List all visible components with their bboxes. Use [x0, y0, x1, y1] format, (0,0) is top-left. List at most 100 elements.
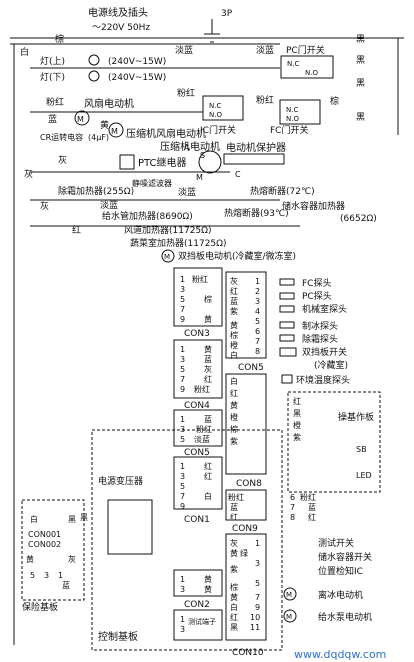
motor-wire-yellow: 黄 — [230, 548, 238, 558]
env-probe-icon — [281, 374, 293, 384]
heater-wire-gray: 灰 — [40, 200, 49, 212]
lamp-upper-label: 灯(上) — [40, 56, 65, 67]
motor-wire-green: 绿 — [240, 549, 248, 558]
term-a: A — [184, 143, 190, 152]
con1-pin-7: 7 — [180, 492, 185, 501]
sensor-pin-5: 5 — [255, 317, 260, 326]
mech-probe-icon — [279, 305, 295, 313]
defrost-heater-label: 除霜加热器(255Ω) — [58, 185, 134, 197]
control-board-outline — [91, 429, 283, 651]
protect-board-label: 保险基板 — [22, 601, 58, 613]
motor-wire-gray: 灰 — [230, 538, 238, 548]
protect-pin-1: 1 — [58, 571, 63, 580]
con1-label: CON1 — [184, 515, 210, 525]
fc-probe-icon — [279, 278, 295, 286]
panel-wire-red-2: 红 — [293, 396, 301, 406]
con1-pin-1: 1 — [180, 462, 185, 471]
sb-label: SB — [356, 445, 367, 454]
thermal-fuse-72-label: 热熔断器(72℃) — [250, 185, 315, 197]
ice-motor-label: 离冰电动机 — [318, 589, 363, 601]
con5-label: CON5 — [184, 448, 210, 458]
con3-block: 1 3 5 7 9 粉红 棕 黄 CON3 — [173, 267, 223, 339]
con5-wire-lightblue: 淡蓝 — [194, 434, 210, 444]
con001-label: CON001 — [28, 530, 61, 539]
con10-pin-3: 3 — [180, 625, 185, 634]
term-s: S — [200, 151, 205, 160]
env-probe-label: 环境温度探头 — [296, 374, 350, 386]
pc-probe-label: PC探头 — [302, 290, 332, 302]
con5-right-label: CON5 — [238, 363, 264, 373]
con1-box — [173, 456, 223, 510]
watermark: www.dqdqw.com — [294, 648, 386, 661]
con4-wire-gray: 灰 — [204, 364, 212, 374]
cold-room-label: (冷藏室) — [314, 359, 348, 371]
con4-wire-blue: 蓝 — [204, 354, 212, 364]
comp-wire-gray-2: 灰 — [24, 168, 33, 180]
sensor-wire-gray: 灰 — [230, 276, 238, 286]
wire-black-label: 黑 — [356, 34, 365, 45]
panel-wire-black: 黑 — [293, 409, 301, 418]
tank-heater-label: 储水容器加热器 — [282, 200, 345, 212]
power-transformer-label: 电源变压器 — [98, 475, 143, 487]
tank-switch-label: 储水容器开关 — [318, 551, 372, 563]
con8-label: CON8 — [236, 479, 262, 489]
con9-lower-block: 白 红 黄 橙 棕 紫 环境温度探头 红 黑 橙 紫 操基作板 SB LED C… — [225, 373, 381, 493]
con1-pin-3: 3 — [180, 472, 185, 481]
con3-pin-3: 3 — [180, 285, 185, 294]
con8-pin-7: 7 — [290, 503, 295, 512]
con8-pin-8: 8 — [290, 513, 295, 522]
con4-block: 1 3 5 7 9 黄 蓝 灰 红 粉红 CON4 — [173, 339, 223, 411]
pc-switch-wire-black-2: 黑 — [356, 78, 365, 89]
con4-pin-7: 7 — [180, 375, 185, 384]
con5-box — [173, 409, 223, 447]
con1-wire-red: 红 — [204, 461, 212, 471]
con10-pin-1: 1 — [180, 615, 185, 624]
con2-pin-1: 1 — [180, 575, 185, 584]
motor-pin-9: 9 — [255, 603, 260, 612]
lamp-lower-label: 灯(下) — [40, 72, 65, 83]
con1-pin-9: 9 — [180, 502, 185, 511]
protect-pin-3: 3 — [44, 571, 49, 580]
pump-motor-m: M — [286, 613, 292, 621]
con8-out-blue: 蓝 — [308, 502, 316, 512]
transformer-section: 电源变压器 黑 白 黑 CON001 CON002 黄 灰 5 3 1 蓝 保险… — [21, 429, 283, 651]
protect-wire-gray: 灰 — [68, 554, 76, 564]
motor-pin-1: 1 — [255, 539, 260, 548]
dual-motor-icon — [161, 249, 175, 263]
sensor-pin-1: 1 — [255, 277, 260, 286]
con4-wire-yellow: 黄 — [204, 344, 212, 354]
sensor-pin-7: 7 — [255, 337, 260, 346]
panel-wire-orange-2: 橙 — [293, 420, 301, 430]
con1-block: 1 3 5 7 9 红 红 白 CON1 — [173, 456, 223, 525]
con10-right-block: 灰 黄 绿 紫 棕 黄 白 红 黑 1 3 5 7 9 10 11 测试开关 储… — [225, 533, 372, 641]
lamp-lower-rating: (240V~15W) — [108, 73, 166, 83]
pc-switch-nc: N.C — [287, 60, 299, 68]
con9-label: CON9 — [232, 524, 258, 534]
con2-label: CON2 — [184, 600, 210, 610]
cr-cap-label: CR运转电容 — [40, 132, 83, 142]
sensor-wire-yellow: 黄 — [230, 320, 238, 330]
test-terminal-label: 测试端子 — [188, 617, 216, 626]
wire-pinkred-label: 粉红 — [46, 96, 64, 108]
sensor-wire-white: 白 — [230, 350, 238, 360]
sensor-wire-orange: 橙 — [230, 340, 238, 350]
motor-wire-purple: 紫 — [230, 565, 238, 574]
con10-block: 1 3 测试端子 CON10 — [173, 609, 264, 658]
con8-block: 粉红 蓝 红 6 7 8 粉红 蓝 红 CON9 — [225, 489, 316, 534]
con10-box — [173, 609, 223, 641]
con5-pin-1: 1 — [180, 415, 185, 424]
protect-wire-blue: 蓝 — [62, 580, 70, 590]
sensor-pin-4: 4 — [255, 307, 260, 316]
panel-wire-orange: 橙 — [230, 412, 238, 422]
term-c: C — [235, 170, 241, 179]
lamp-lower-icon — [88, 70, 100, 82]
con1-wire-white: 白 — [204, 491, 212, 501]
fc-wire-brown: 棕 — [330, 95, 339, 107]
ice-probe-label: 制冰探头 — [302, 320, 338, 332]
con3-box — [173, 267, 223, 327]
wire-brown-label: 棕 — [55, 33, 64, 45]
ice-probe-icon — [279, 321, 295, 329]
ice-motor-icon — [283, 587, 297, 601]
dual-motor-m: M — [164, 253, 170, 261]
heater-wire-lightblue: 淡蓝 — [178, 186, 196, 198]
